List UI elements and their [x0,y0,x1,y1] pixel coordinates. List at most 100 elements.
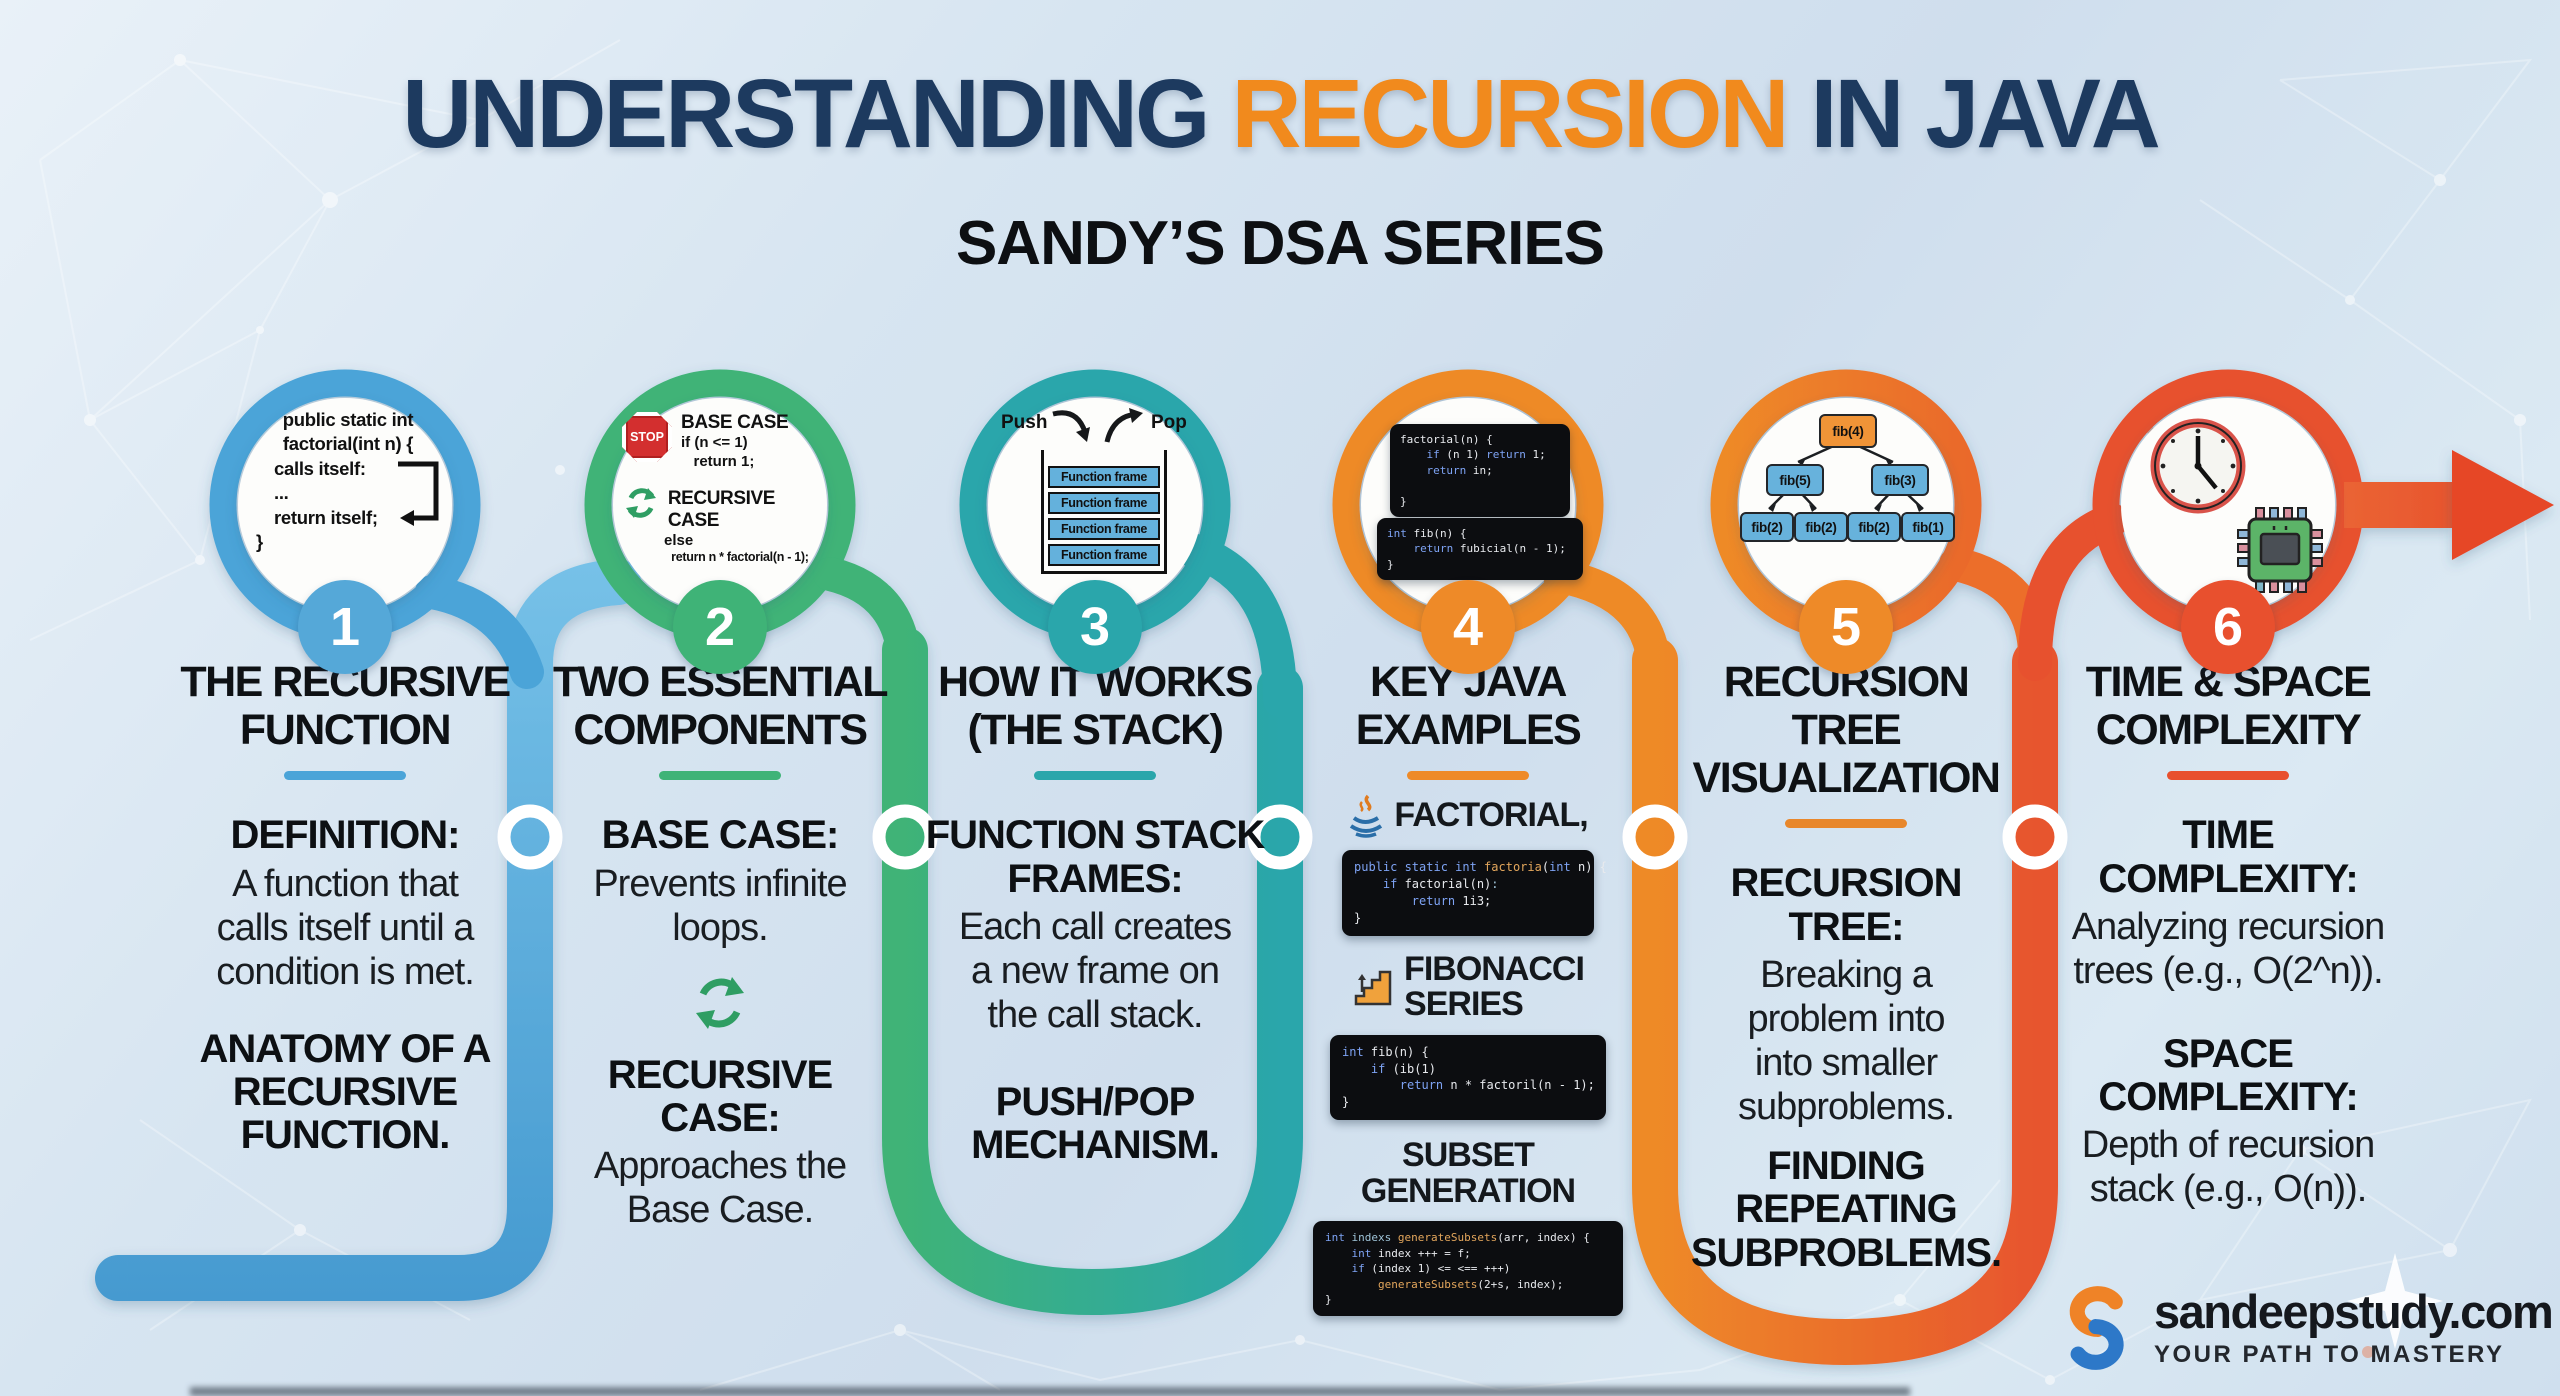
brand-tagline: YOUR PATH TO MASTERY [2154,1340,2505,1368]
code-line: calls itself: [274,457,366,479]
connector-dot-3 [1247,804,1313,870]
recursive-case-else: else [664,531,694,549]
subset-code-block: int indexs generateSubsets(arr, index) {… [1313,1221,1623,1317]
stack-frame: Function frame [1048,544,1160,566]
stairs-growth-icon [1354,970,1392,1006]
clock-icon [2150,418,2246,514]
section-6-title: TIME & SPACE COMPLEXITY [2085,658,2372,755]
section-5-column: RECURSION TREE VISUALIZATION RECURSION T… [1676,658,2016,1275]
recursive-case-text: Approaches the Base Case. [593,1145,847,1232]
section-3-column: HOW IT WORKS (THE STACK) FUNCTION STACK … [925,658,1266,1168]
connector-dot-4 [1622,804,1688,870]
ribbon-tail-and-bar12 [95,559,641,1301]
circle3-stack: Push Pop Function frame Function frame F… [995,404,1197,610]
base-case-code: if (n <= 1) return 1; [681,434,755,470]
step-badge-6: 6 [2181,580,2275,674]
recycle-icon [626,487,656,518]
circle4-code-block-2: int fib(n) { return fubicial(n - 1);} [1377,518,1583,581]
factorial-label: FACTORIAL, [1394,796,1588,835]
time-complexity-label: TIME COMPLEXITY: [2098,813,2358,901]
base-case-text: Prevents infinite loops. [593,862,847,949]
section-4-divider [1407,771,1529,781]
connector-dot-5 [2002,804,2068,870]
circle6-complexity-icons [2130,410,2330,610]
section-1-title: THE RECURSIVE FUNCTION [180,658,511,755]
page-title: UNDERSTANDING RECURSION IN JAVA [0,58,2560,170]
tree-node: fib(2) [1847,512,1901,542]
recursive-case-label: RECURSIVE CASE: [607,1052,833,1140]
section-6-divider [2167,771,2289,781]
ribbon-conn-ring1 [415,575,544,689]
tree-node: fib(2) [1740,512,1794,542]
step-badge-1: 1 [298,580,392,674]
stop-sign-icon: STOP [622,412,672,462]
ribbon-bar23-u-bar34 [882,627,1303,1316]
subset-label: SUBSET GENERATION [1360,1136,1576,1210]
stack-frames-text: Each call creates a new frame on the cal… [958,905,1232,1036]
section-1-column: THE RECURSIVE FUNCTION DEFINITION: A fun… [175,658,515,1157]
circle-1 [238,398,452,612]
definition-text: A function that calls itself until a con… [216,862,475,993]
page-subtitle: SANDY’S DSA SERIES [955,209,1605,278]
title-part1: UNDERSTANDING [402,59,1232,168]
recursion-tree-label: RECURSION TREE: [1730,861,1962,949]
code-line: } [256,531,263,553]
section-1-divider [284,771,406,781]
tree-node: fib(1) [1901,512,1955,542]
step-badge-4: 4 [1421,580,1515,674]
fibonacci-code-block: int fib(n) { if (ib(1) return n * factor… [1330,1034,1606,1121]
arrow-head-icon [2452,450,2554,560]
anatomy-label: ANATOMY OF A RECURSIVE FUNCTION. [199,1026,492,1158]
section-5-divider [1785,819,1907,829]
circle1-recursive-code: public static int factorial(int n) { cal… [244,408,452,554]
push-arrow-icon [1052,410,1090,442]
tree-node-root: fib(4) [1819,414,1877,448]
circle4-code-block-1: factorial(n) { if (n 1) return 1; return… [1390,424,1570,517]
step-badge-3: 3 [1048,580,1142,674]
footer-brand: sandeepstudy.com YOUR PATH TO MASTERY [2052,1284,2554,1372]
recursive-case-title: RECURSIVE CASE [667,487,776,531]
section-4-title: KEY JAVA EXAMPLES [1355,658,1582,755]
time-complexity-text: Analyzing recursion trees (e.g., O(2^n))… [2071,905,2386,992]
brand-name: sandeepstudy.com [2154,1284,2554,1338]
sparkle-icon [2347,1253,2443,1349]
step-badge-5: 5 [1799,580,1893,674]
title-part2: IN JAVA [1786,59,2160,168]
recursive-case-code: return n * factorial(n - 1); [668,550,809,565]
connector-dot-2 [872,804,938,870]
sandeepstudy-logo [2069,1286,2124,1370]
section-2-column: TWO ESSENTIAL COMPONENTS BASE CASE: Prev… [550,658,890,1232]
finding-subproblems-label: FINDING REPEATING SUBPROBLEMS. [1690,1144,2002,1275]
section-6-column: TIME & SPACE COMPLEXITY TIME COMPLEXITY:… [2048,658,2408,1211]
space-complexity-label: SPACE COMPLEXITY: [2098,1031,2358,1120]
code-line: ... [274,482,289,504]
recycle-icon [696,976,744,1029]
section-3-divider [1034,771,1156,781]
tree-node: fib(2) [1794,512,1848,542]
fibonacci-label: FIBONACCI SERIES [1404,949,1585,1024]
step-badge-2: 2 [673,580,767,674]
push-label: Push [1001,412,1048,433]
tree-node: fib(5) [1766,464,1824,496]
factorial-code-block: public static int factoria(int n) { if f… [1342,850,1607,936]
circle-5 [1739,398,1953,612]
section-2-title: TWO ESSENTIAL COMPONENTS [552,658,889,755]
circle2-components: STOP BASE CASE if (n <= 1) return 1; REC… [622,412,826,566]
title-highlight: RECURSION [1231,59,1789,168]
tree-node: fib(3) [1871,464,1929,496]
section-4-column: KEY JAVA EXAMPLES FACTORIAL, public stat… [1298,658,1638,1317]
chip-icon [2237,507,2323,593]
stack-frame: Function frame [1048,466,1160,488]
self-call-arrow-icon [398,461,439,526]
push-pop-label: PUSH/POP MECHANISM. [971,1079,1220,1168]
circle5-recursion-tree: fib(4) fib(5) fib(3) fib(2) fib(2) fib(2… [1738,400,1955,550]
java-icon [1350,795,1383,839]
stack-frame: Function frame [1048,518,1160,540]
section-2-divider [659,771,781,781]
base-case-title: BASE CASE [681,412,789,433]
stack-frames-label: FUNCTION STACK FRAMES: [925,813,1266,901]
section-5-title: RECURSION TREE VISUALIZATION [1692,658,2001,803]
code-line: public static int [282,409,414,430]
